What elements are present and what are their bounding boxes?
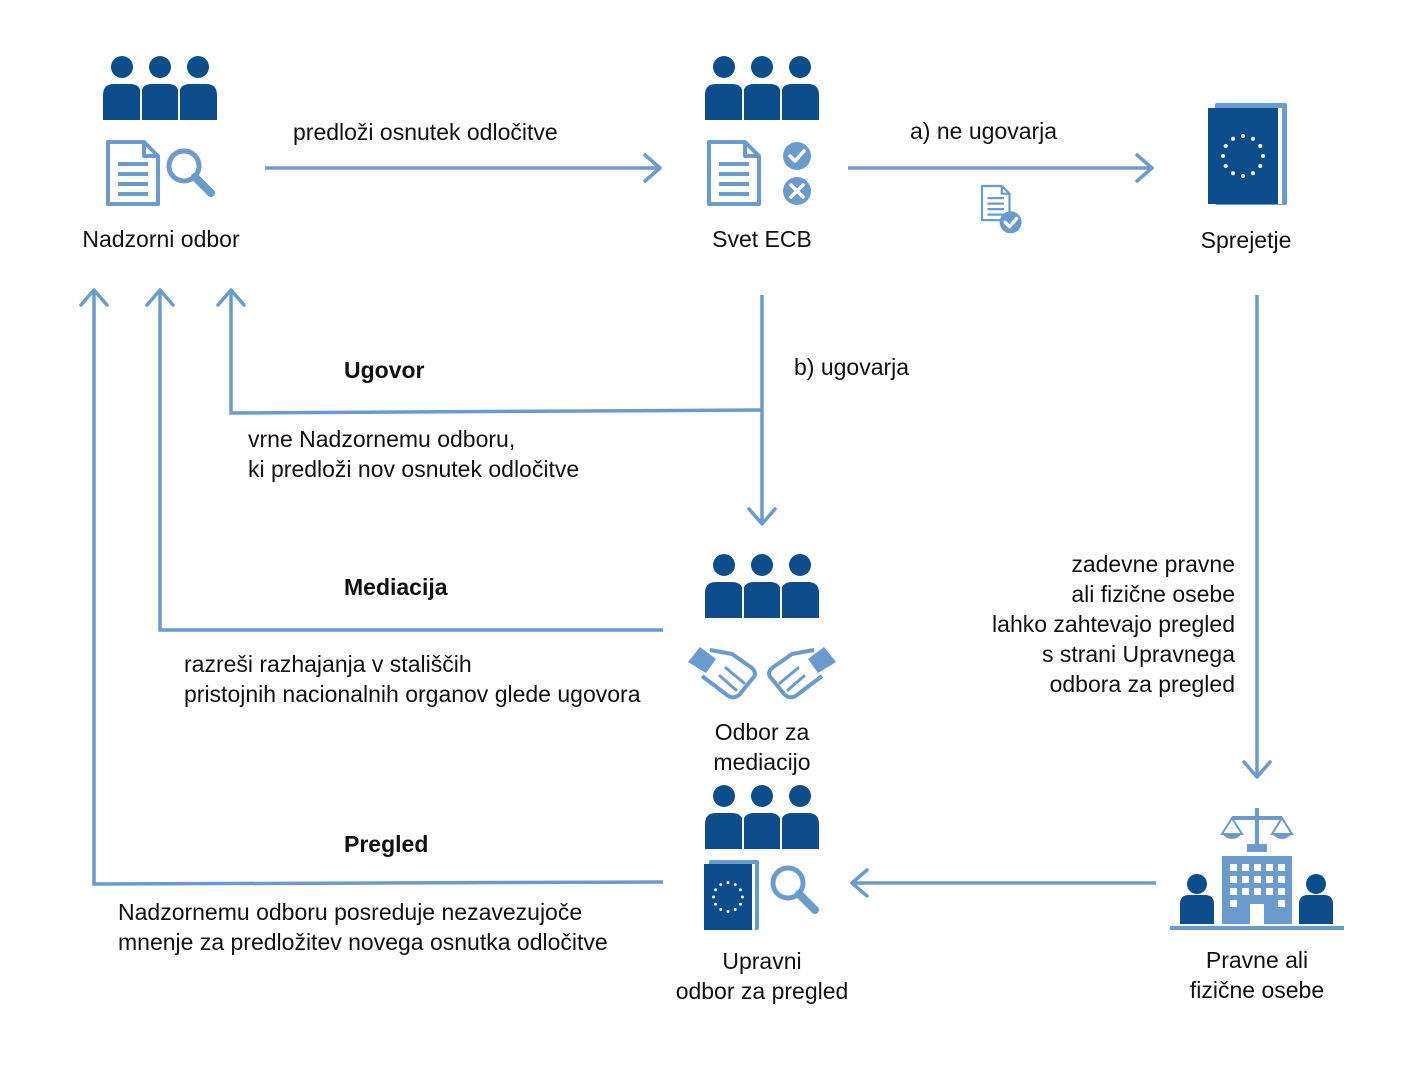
document-icon: [106, 140, 160, 206]
request-review-line1: zadevne pravne: [1071, 551, 1235, 577]
connector-objection-return: [216, 288, 763, 415]
scales-icon: [1220, 808, 1294, 852]
review-desc-line1: Nadzornemu odboru posreduje nezavezujoče: [118, 899, 582, 925]
review-desc-line2: mnenje za predložitev novega osnutka odl…: [118, 929, 608, 955]
connector-review-return: [79, 288, 664, 886]
objection-desc-line1: vrne Nadzornemu odboru,: [248, 426, 515, 452]
node-review-board: Upravni odbor za pregled: [676, 785, 849, 1004]
mediation-desc-line1: razreši razhajanja v stališčih: [184, 651, 472, 677]
node-label-review-board-line1: Upravni: [722, 948, 801, 974]
document-check-icon: [980, 184, 1022, 234]
handshake-icon: [688, 647, 836, 700]
node-label-supervisory-board: Nadzorni odbor: [82, 226, 240, 252]
connector-objection-down: [747, 295, 777, 526]
objection-desc-line2: ki predloži nov osnutek odločitve: [248, 456, 579, 482]
connector-persons-to-review: [850, 868, 1156, 898]
node-persons: Pravne ali fizične osebe: [1170, 808, 1344, 1003]
node-label-persons-line1: Pravne ali: [1206, 947, 1308, 973]
magnifier-icon: [169, 151, 211, 193]
node-mediation-panel: Odbor za mediacijo: [688, 554, 836, 775]
request-review-line2: ali fizične osebe: [1071, 581, 1235, 607]
people-group-icon: [705, 554, 819, 618]
edge-label-submit: predloži osnutek odločitve: [293, 119, 558, 145]
request-review-line4: s strani Upravnega: [1042, 641, 1235, 667]
section-title-review: Pregled: [344, 831, 428, 857]
magnifier-icon: [773, 868, 815, 910]
edge-label-no-objection: a) ne ugovarja: [910, 118, 1057, 144]
request-review-line5: odbora za pregled: [1050, 671, 1235, 697]
people-group-icon: [103, 56, 217, 120]
document-icon: [707, 140, 761, 206]
cross-circle-icon: [783, 177, 811, 205]
node-adoption: Sprejetje: [1201, 103, 1292, 253]
eu-book-icon: [1208, 103, 1287, 205]
person-icon: [1299, 874, 1333, 924]
request-review-line3: lahko zahtevajo pregled: [992, 611, 1235, 637]
section-title-objection: Ugovor: [344, 357, 425, 383]
people-group-icon: [705, 785, 819, 849]
mediation-desc-line2: pristojnih nacionalnih organov glede ugo…: [184, 681, 641, 707]
edge-label-objection: b) ugovarja: [794, 354, 909, 380]
node-label-governing-council: Svet ECB: [712, 226, 812, 252]
node-label-mediation-panel-line2: mediacijo: [713, 749, 810, 775]
section-title-mediation: Mediacija: [344, 574, 448, 600]
connector-submit: [265, 153, 662, 183]
node-label-review-board-line2: odbor za pregled: [676, 978, 849, 1004]
check-circle-icon: [783, 142, 811, 170]
node-label-persons-line2: fizične osebe: [1190, 977, 1324, 1003]
node-label-adoption: Sprejetje: [1201, 227, 1292, 253]
connector-no-objection: [848, 153, 1154, 183]
node-label-mediation-panel-line1: Odbor za: [715, 719, 810, 745]
node-governing-council: Svet ECB: [705, 56, 819, 252]
connector-request-review: [1242, 295, 1272, 779]
people-group-icon: [705, 56, 819, 120]
connector-mediation-return: [145, 288, 663, 632]
court-building-icon: [1222, 856, 1292, 924]
node-supervisory-board: Nadzorni odbor: [82, 56, 240, 252]
eu-book-icon: [704, 860, 759, 930]
person-icon: [1180, 874, 1214, 924]
